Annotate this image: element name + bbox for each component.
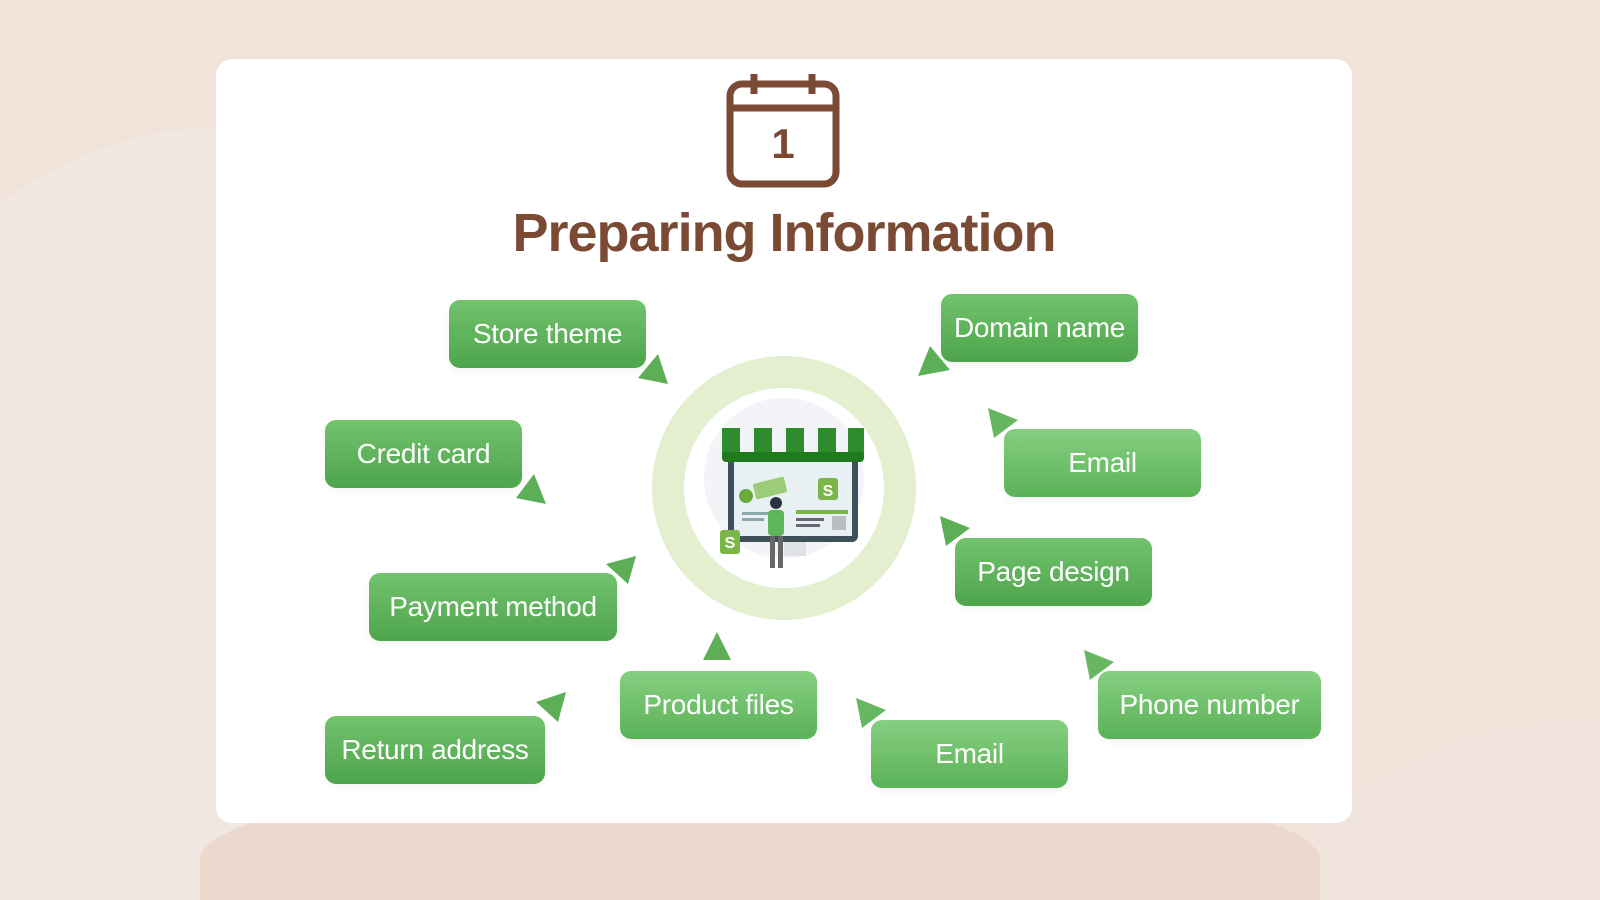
arrow-icon [918,346,950,376]
calendar-icon: 1 [726,74,840,188]
arrow-icon [606,556,636,584]
svg-text:S: S [823,483,834,500]
arrow-icon [1084,650,1114,680]
item-payment-method: Payment method [369,573,617,641]
item-email-1: Email [1004,429,1201,497]
storefront-illustration: S S [684,388,884,588]
item-email-2: Email [871,720,1068,788]
item-store-theme: Store theme [449,300,646,368]
arrow-icon [940,516,970,546]
item-label: Payment method [389,591,597,622]
item-label: Return address [341,734,529,765]
item-label: Phone number [1119,689,1300,720]
arrow-icon [703,632,731,660]
arrow-icon [856,698,886,728]
arrow-icon [638,354,668,384]
item-credit-card: Credit card [325,420,522,488]
item-domain-name: Domain name [941,294,1138,362]
item-page-design: Page design [955,538,1152,606]
item-label: Credit card [356,438,491,469]
item-phone-number: Phone number [1098,671,1321,739]
page-title: Preparing Information [512,203,1056,263]
svg-text:1: 1 [771,120,794,167]
arrow-icon [536,692,566,722]
arrow-icon [988,408,1018,438]
item-label: Product files [643,689,794,720]
item-label: Page design [977,556,1130,587]
item-label: Domain name [953,312,1125,343]
item-label: Store theme [472,318,623,349]
item-label: Email [1068,447,1137,478]
item-product-files: Product files [620,671,817,739]
svg-text:S: S [725,535,736,552]
item-label: Email [935,738,1004,769]
arrow-icon [516,474,546,504]
item-return-address: Return address [325,716,545,784]
